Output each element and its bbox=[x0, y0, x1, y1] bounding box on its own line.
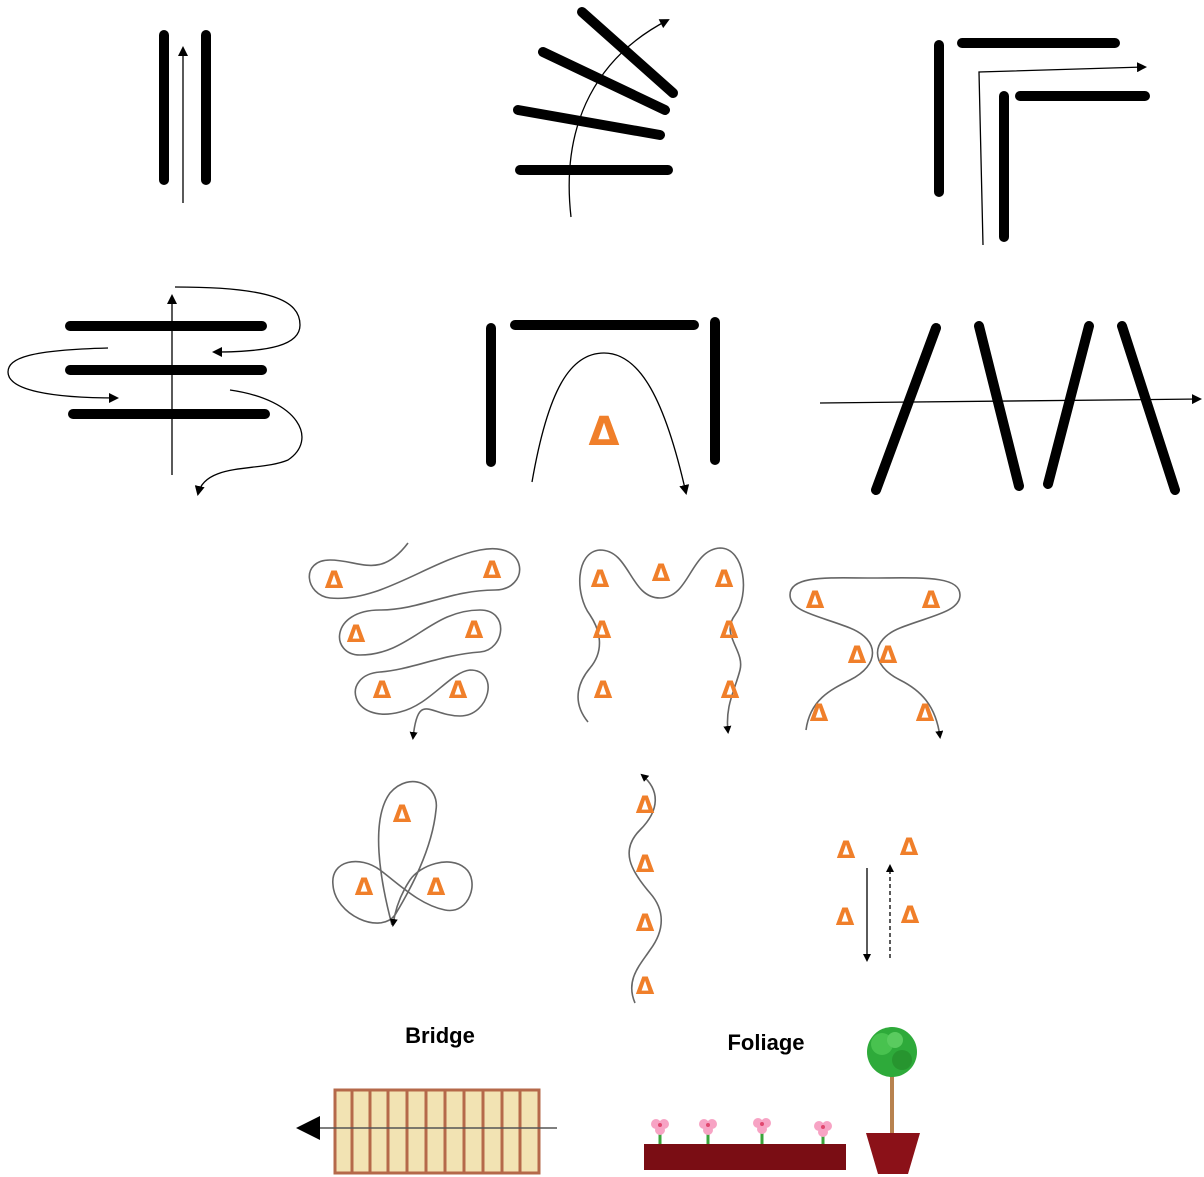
cone-icon: Δ bbox=[720, 616, 739, 644]
bridge-planks bbox=[350, 1091, 522, 1172]
flower-icon bbox=[699, 1119, 717, 1144]
straight-channel-diagram bbox=[159, 30, 211, 203]
flower-icon bbox=[814, 1121, 832, 1144]
cone-icon: Δ bbox=[879, 641, 898, 669]
cone-icon: Δ bbox=[636, 909, 655, 937]
cone-icon: Δ bbox=[652, 559, 671, 587]
pole bbox=[513, 105, 665, 140]
cone-icon: Δ bbox=[393, 800, 412, 828]
foliage-title: Foliage bbox=[727, 1030, 804, 1055]
cone-icon: Δ bbox=[900, 833, 919, 861]
cone-m-diagram: Δ Δ Δ Δ Δ Δ Δ bbox=[577, 547, 745, 734]
path-arrow bbox=[7, 347, 119, 403]
cone-icon: Δ bbox=[347, 620, 366, 648]
bridge-obstacle: Bridge bbox=[296, 1023, 557, 1175]
path-arrow bbox=[978, 62, 1147, 246]
cone-icon: Δ bbox=[449, 676, 468, 704]
cone-icon: Δ bbox=[636, 791, 655, 819]
cone-icon: Δ bbox=[916, 699, 935, 727]
cone-icon: Δ bbox=[836, 903, 855, 931]
cone-icon: Δ bbox=[810, 699, 829, 727]
cone-icon: Δ bbox=[901, 901, 920, 929]
path-arrow bbox=[174, 286, 301, 357]
cone-icon: Δ bbox=[355, 873, 374, 901]
pole bbox=[1043, 321, 1094, 489]
flower-icon bbox=[651, 1119, 669, 1144]
cone-icon: Δ bbox=[636, 972, 655, 1000]
bridge-arrowhead bbox=[296, 1116, 320, 1140]
bridge-deck bbox=[333, 1088, 541, 1175]
cone-icon: Δ bbox=[593, 616, 612, 644]
path-arrow bbox=[819, 394, 1202, 405]
bridge-title: Bridge bbox=[405, 1023, 475, 1048]
flower-icon bbox=[753, 1118, 771, 1144]
cone-hourglass-diagram: Δ Δ Δ Δ Δ Δ bbox=[789, 577, 961, 739]
pole bbox=[577, 7, 678, 98]
cone-icon: Δ bbox=[483, 556, 502, 584]
cone-icon: Δ bbox=[591, 565, 610, 593]
path-arrow bbox=[568, 19, 670, 218]
pole bbox=[974, 321, 1024, 491]
cone-icon: Δ bbox=[922, 586, 941, 614]
cone-icon: Δ bbox=[465, 616, 484, 644]
u-turn-diagram: Δ bbox=[486, 317, 720, 495]
cone-icon: Δ bbox=[427, 873, 446, 901]
weave-diagram bbox=[7, 286, 303, 496]
zigzag-diagram bbox=[819, 321, 1202, 495]
cone-icon: Δ bbox=[721, 676, 740, 704]
planter-box bbox=[644, 1144, 846, 1170]
cone-cloverleaf-diagram: Δ Δ Δ bbox=[332, 781, 473, 927]
potted-tree-icon bbox=[866, 1027, 920, 1174]
cone-figure-eight-diagram: Δ Δ Δ Δ Δ Δ bbox=[308, 542, 521, 740]
cone-icon: Δ bbox=[715, 565, 734, 593]
cone-icon: Δ bbox=[636, 850, 655, 878]
cone-icon: Δ bbox=[848, 641, 867, 669]
cone-serpentine-diagram: Δ Δ Δ Δ bbox=[628, 773, 662, 1004]
cone-icon: Δ bbox=[373, 676, 392, 704]
pole bbox=[1117, 321, 1180, 495]
curve-fan-diagram bbox=[513, 7, 678, 218]
pole bbox=[871, 323, 941, 495]
cone-icon: Δ bbox=[325, 566, 344, 594]
pole bbox=[538, 47, 670, 115]
cone-icon: Δ bbox=[837, 836, 856, 864]
cone-out-and-back-diagram: Δ Δ Δ Δ bbox=[836, 833, 920, 962]
path-arrow bbox=[194, 389, 303, 496]
cone-icon: Δ bbox=[806, 586, 825, 614]
foliage-obstacle: Foliage bbox=[644, 1027, 920, 1174]
cone-icon: Δ bbox=[589, 409, 620, 455]
pot bbox=[866, 1133, 920, 1174]
right-angle-turn-diagram bbox=[934, 38, 1150, 246]
flowers bbox=[651, 1118, 832, 1144]
cone-icon: Δ bbox=[594, 676, 613, 704]
path-arrow bbox=[531, 352, 690, 495]
